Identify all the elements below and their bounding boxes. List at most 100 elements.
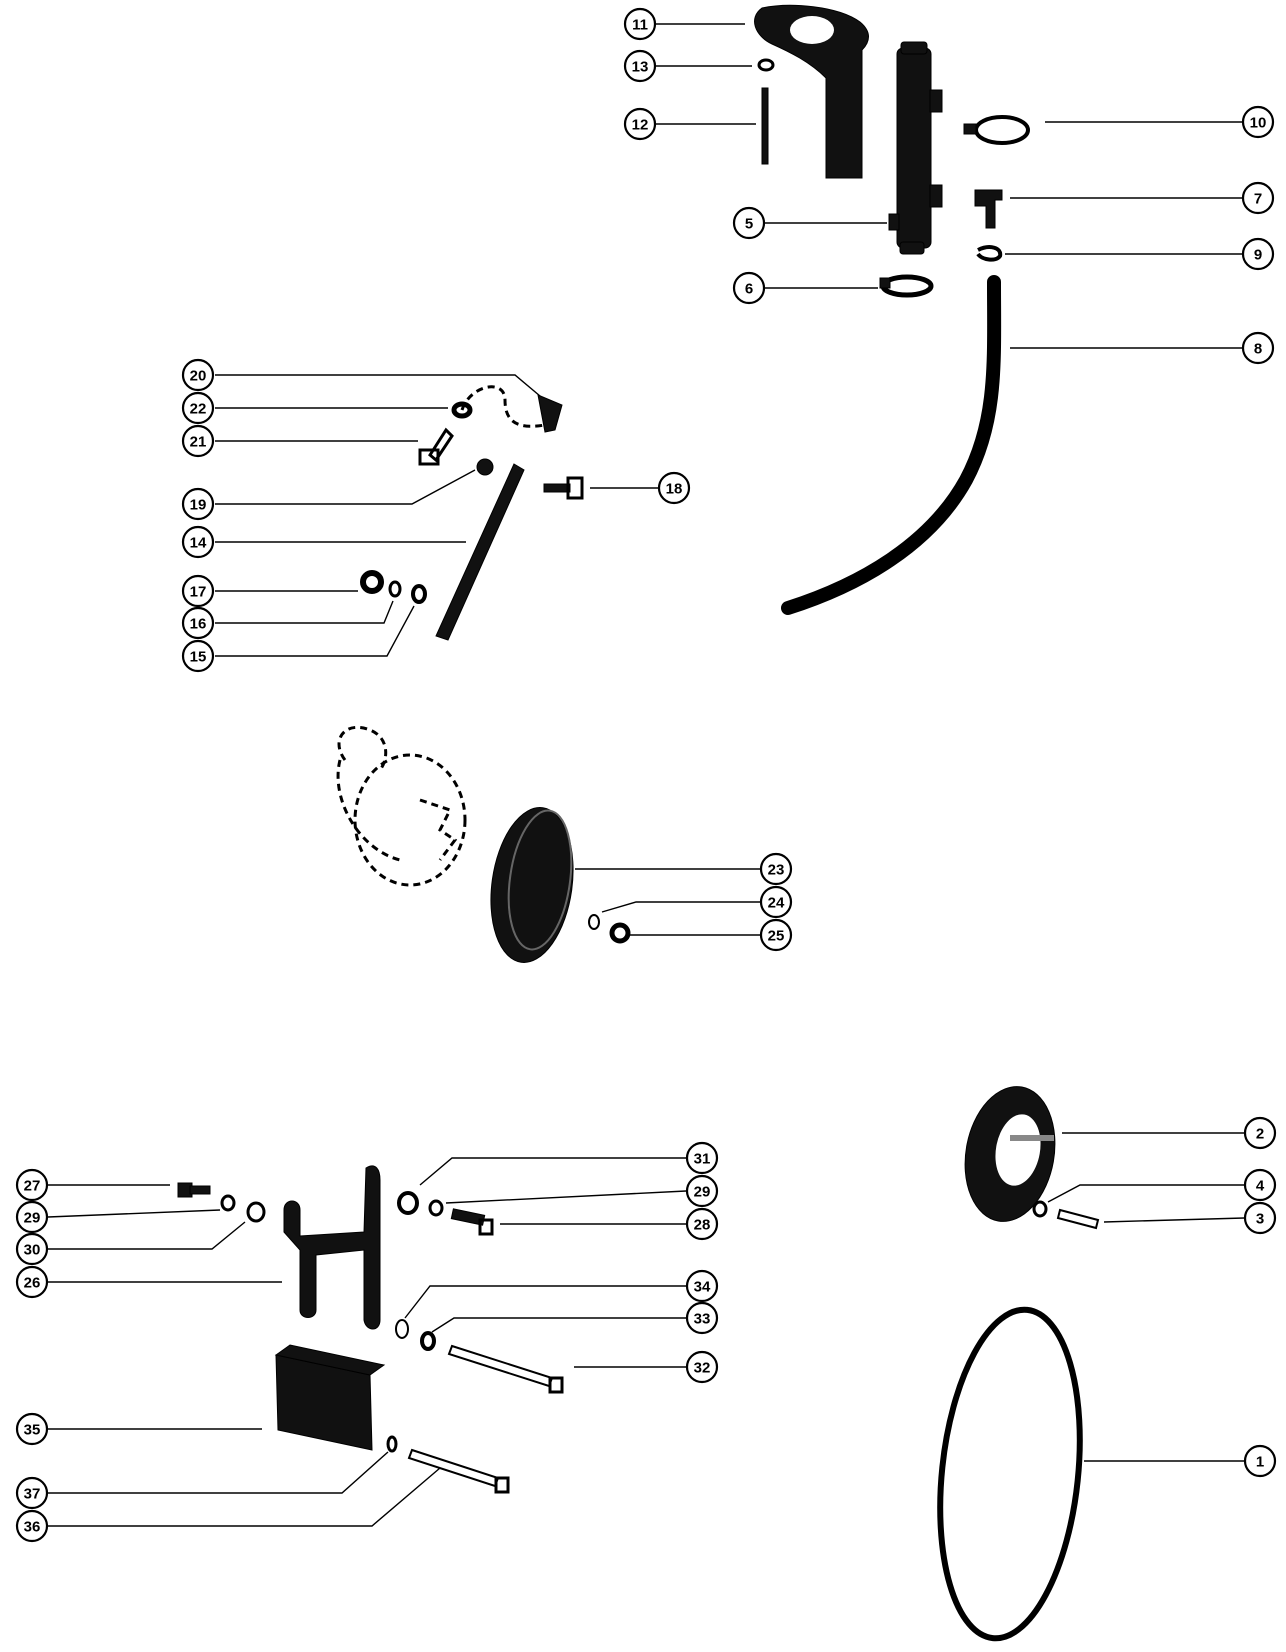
part-5-heat-exchanger bbox=[888, 41, 943, 255]
callout-number: 19 bbox=[190, 497, 207, 514]
callout-19: 19 bbox=[181, 487, 215, 521]
callout-13: 13 bbox=[623, 49, 657, 83]
part-27-bolt bbox=[177, 1182, 211, 1198]
callout-number: 35 bbox=[24, 1422, 41, 1439]
callout-circle bbox=[623, 7, 657, 41]
callout-31: 31 bbox=[685, 1141, 719, 1175]
callout-number: 9 bbox=[1254, 247, 1262, 264]
callout-number: 20 bbox=[190, 368, 207, 385]
callout-number: 5 bbox=[745, 216, 753, 233]
part-10-clamp bbox=[963, 115, 1030, 145]
callout-circle bbox=[685, 1350, 719, 1384]
callout-4: 4 bbox=[1243, 1168, 1277, 1202]
callout-number: 33 bbox=[694, 1311, 711, 1328]
callout-circle bbox=[15, 1412, 49, 1446]
callout-number: 16 bbox=[190, 616, 207, 633]
part-8-hose bbox=[781, 275, 1002, 615]
callout-2: 2 bbox=[1243, 1116, 1277, 1150]
callout-9: 9 bbox=[1241, 237, 1275, 271]
callout-number: 37 bbox=[24, 1486, 41, 1503]
part-31-spacer bbox=[397, 1191, 419, 1215]
callout-number: 8 bbox=[1254, 341, 1262, 358]
callout-number: 11 bbox=[632, 17, 648, 34]
part-35-block bbox=[274, 1344, 386, 1451]
part-2-pulley bbox=[964, 1086, 1056, 1222]
part-21-bolt bbox=[418, 427, 454, 466]
callout-number: 1 bbox=[1256, 1454, 1264, 1471]
part-26-bracket bbox=[283, 1165, 381, 1330]
callout-number: 31 bbox=[694, 1151, 711, 1168]
callout-15: 15 bbox=[181, 639, 215, 673]
part-32-bolt bbox=[447, 1344, 564, 1394]
part-24-washer bbox=[588, 914, 600, 930]
callout-10: 10 bbox=[1241, 105, 1275, 139]
callout-number: 29 bbox=[24, 1210, 41, 1227]
part-19-spacer bbox=[476, 458, 494, 476]
callout-37: 37 bbox=[15, 1476, 49, 1510]
callout-number: 25 bbox=[768, 928, 785, 945]
callout-8: 8 bbox=[1241, 331, 1275, 365]
part-22-washer bbox=[451, 401, 473, 419]
callout-12: 12 bbox=[623, 107, 657, 141]
part-4-washer bbox=[1032, 1200, 1048, 1218]
callout-16: 16 bbox=[181, 606, 215, 640]
callout-circle bbox=[1241, 237, 1275, 271]
callout-circle bbox=[15, 1168, 49, 1202]
callout-17: 17 bbox=[181, 574, 215, 608]
callout-number: 22 bbox=[190, 401, 207, 418]
callout-circle bbox=[685, 1301, 719, 1335]
callout-29: 29 bbox=[15, 1200, 49, 1234]
callout-21: 21 bbox=[181, 424, 215, 458]
callout-circle bbox=[759, 918, 793, 952]
callout-18: 18 bbox=[657, 471, 691, 505]
callout-32: 32 bbox=[685, 1350, 719, 1384]
part-6-hose-clamp bbox=[879, 274, 934, 298]
callout-circle bbox=[181, 606, 215, 640]
callout-circle bbox=[15, 1476, 49, 1510]
part-20-reference-dashed bbox=[460, 385, 563, 433]
callout-circle bbox=[732, 206, 766, 240]
callout-6: 6 bbox=[732, 271, 766, 305]
callout-circle bbox=[1243, 1201, 1277, 1235]
callout-circle bbox=[15, 1265, 49, 1299]
callout-number: 10 bbox=[1250, 115, 1267, 132]
callout-circle bbox=[181, 424, 215, 458]
callout-circle bbox=[15, 1509, 49, 1543]
callout-number: 6 bbox=[745, 281, 753, 298]
callout-number: 12 bbox=[632, 117, 649, 134]
callout-27: 27 bbox=[15, 1168, 49, 1202]
callout-number: 14 bbox=[190, 535, 207, 552]
leader-lines bbox=[47, 23, 1245, 1527]
callout-circle bbox=[1241, 181, 1275, 215]
part-15-washer bbox=[411, 584, 427, 604]
part-33-washer bbox=[420, 1331, 436, 1351]
callout-24: 24 bbox=[759, 885, 793, 919]
callout-circle bbox=[181, 487, 215, 521]
part-13-washer bbox=[757, 58, 775, 72]
callout-14: 14 bbox=[181, 525, 215, 559]
callout-circle bbox=[181, 358, 215, 392]
callout-circle bbox=[685, 1269, 719, 1303]
callout-25: 25 bbox=[759, 918, 793, 952]
callout-28: 28 bbox=[685, 1207, 719, 1241]
part-1-belt bbox=[937, 1306, 1083, 1642]
callout-circle bbox=[181, 574, 215, 608]
callout-number: 30 bbox=[24, 1242, 41, 1259]
callout-number: 7 bbox=[1254, 191, 1262, 208]
callout-number: 4 bbox=[1256, 1178, 1265, 1195]
part-3-bolt bbox=[1056, 1208, 1100, 1230]
callout-30: 30 bbox=[15, 1232, 49, 1266]
part-34-spacer bbox=[395, 1319, 409, 1339]
pump-reference-dashed bbox=[336, 725, 467, 887]
callout-33: 33 bbox=[685, 1301, 719, 1335]
part-11-bracket bbox=[754, 4, 869, 179]
callout-circle bbox=[685, 1207, 719, 1241]
part-37-washer bbox=[386, 1435, 398, 1453]
callout-circle bbox=[15, 1200, 49, 1234]
callout-circle bbox=[1241, 331, 1275, 365]
callout-number: 18 bbox=[666, 481, 683, 498]
part-29-washer-right bbox=[428, 1199, 444, 1217]
callout-number: 23 bbox=[768, 862, 785, 879]
callout-circle bbox=[732, 271, 766, 305]
callout-number: 32 bbox=[694, 1360, 711, 1377]
